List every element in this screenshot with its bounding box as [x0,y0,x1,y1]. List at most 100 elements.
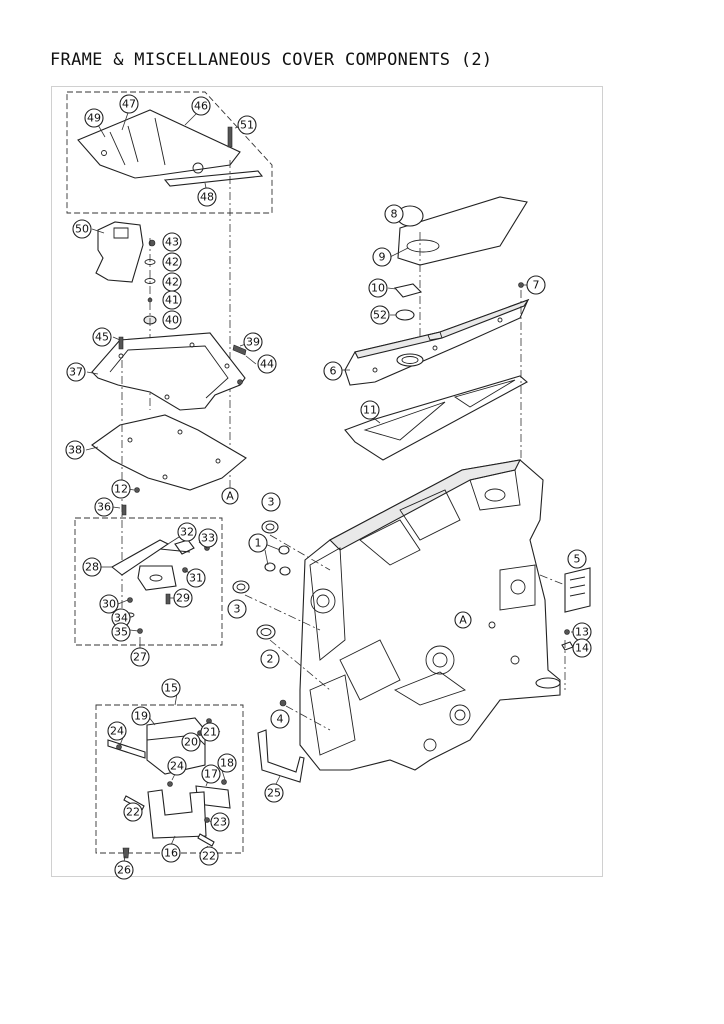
svg-text:24: 24 [170,760,184,773]
callout-31: 31 [186,568,206,588]
svg-text:51: 51 [240,119,254,132]
callout-13: 13 [572,622,592,642]
callout-48: 48 [197,187,217,207]
callout-26: 26 [114,860,134,880]
callout-35: 35 [111,622,131,642]
svg-text:8: 8 [391,208,398,221]
svg-text:39: 39 [246,336,260,349]
svg-text:5: 5 [574,553,581,566]
callout-9: 9 [372,247,392,267]
callout-52: 52 [370,305,390,325]
callout-51: 51 [237,115,257,135]
svg-text:35: 35 [114,626,128,639]
svg-text:40: 40 [165,314,179,327]
svg-text:3: 3 [268,496,275,509]
arm-cover-group [341,196,530,461]
callout-8: 8 [384,204,404,224]
svg-text:49: 49 [87,112,101,125]
svg-text:11: 11 [363,404,377,417]
svg-text:25: 25 [267,787,281,800]
lower-assembly-group [95,687,244,863]
callout-46: 46 [191,96,211,116]
callout-40: 40 [162,310,182,330]
callout-19: 19 [131,706,151,726]
callout-18: 18 [217,753,237,773]
frame-bracket-group [257,699,331,785]
callout-25: 25 [264,783,284,803]
diagram-frame [51,86,603,877]
bracket-group [74,517,223,648]
svg-text:37: 37 [69,366,83,379]
callout-3: 3 [261,492,281,512]
callout-44: 44 [257,354,277,374]
svg-text:15: 15 [164,682,178,695]
callout-15: 15 [161,678,181,698]
svg-text:42: 42 [165,276,179,289]
callout-41: 41 [162,290,182,310]
callout-29: 29 [173,588,193,608]
callout-12: 12 [111,479,131,499]
svg-text:48: 48 [200,191,214,204]
callout-37: 37 [66,362,86,382]
base-plate-group [85,332,257,491]
svg-text:27: 27 [133,651,147,664]
callout-47: 47 [119,94,139,114]
svg-text:10: 10 [371,282,385,295]
callout-45: 45 [92,327,112,347]
svg-text:28: 28 [85,561,99,574]
svg-text:47: 47 [122,98,136,111]
callout-20: 20 [181,732,201,752]
label-plate-group [539,567,591,690]
callout-49: 49 [84,108,104,128]
callout-6: 6 [323,361,343,381]
svg-text:50: 50 [75,223,89,236]
svg-text:A: A [226,490,234,503]
svg-text:7: 7 [533,279,540,292]
svg-text:14: 14 [575,642,589,655]
svg-text:1: 1 [255,537,262,550]
callout-43: 43 [162,232,182,252]
svg-text:46: 46 [194,100,208,113]
svg-text:2: 2 [267,653,274,666]
callout-42: 42 [162,272,182,292]
reference-mark-a: A [221,487,239,505]
callout-3: 3 [227,599,247,619]
callout-14: 14 [572,638,592,658]
callout-39: 39 [243,332,263,352]
svg-text:42: 42 [165,256,179,269]
callout-22: 22 [199,846,219,866]
reference-mark-a-frame: A [454,611,472,629]
svg-text:31: 31 [189,572,203,585]
callout-23: 23 [210,812,230,832]
svg-text:21: 21 [203,726,217,739]
callouts: 1 2 3 3 4 5 6 7 8 9 10 11 12 13 14 15 16… [65,94,592,880]
callout-5: 5 [567,549,587,569]
svg-text:22: 22 [202,850,216,863]
svg-text:43: 43 [165,236,179,249]
svg-text:18: 18 [220,757,234,770]
callout-16: 16 [161,843,181,863]
svg-text:33: 33 [201,532,215,545]
callout-38: 38 [65,440,85,460]
callout-2: 2 [260,649,280,669]
callout-27: 27 [130,647,150,667]
svg-text:3: 3 [234,603,241,616]
svg-text:41: 41 [165,294,179,307]
svg-text:30: 30 [102,598,116,611]
svg-text:A: A [459,614,467,627]
callout-42: 42 [162,252,182,272]
svg-text:45: 45 [95,331,109,344]
svg-text:9: 9 [379,251,386,264]
callout-36: 36 [94,497,114,517]
callout-22: 22 [123,802,143,822]
svg-text:38: 38 [68,444,82,457]
svg-text:32: 32 [180,526,194,539]
svg-text:24: 24 [110,725,124,738]
svg-text:44: 44 [260,358,274,371]
callout-32: 32 [177,522,197,542]
svg-text:16: 16 [164,847,178,860]
svg-text:34: 34 [114,612,128,625]
svg-text:17: 17 [204,768,218,781]
callout-7: 7 [526,275,546,295]
